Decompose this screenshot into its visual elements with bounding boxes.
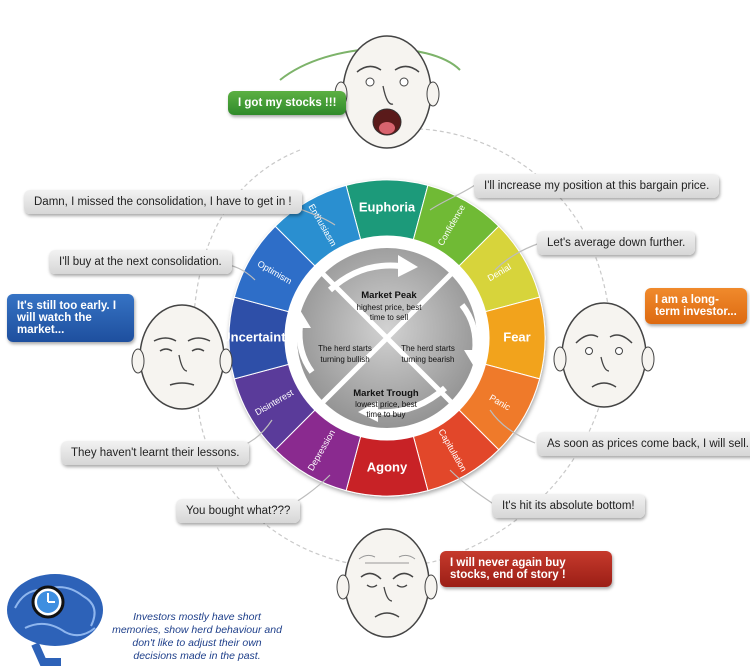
arrow-right-down	[459, 303, 479, 353]
face-icon-fear	[553, 302, 655, 408]
market-trough-title: Market Trough	[353, 388, 419, 399]
ring-label-agony: Agony	[367, 459, 408, 474]
market-trough-sub1: lowest price, best	[355, 400, 418, 409]
arrow-head-bottom	[358, 401, 378, 422]
arrow-head-top	[398, 255, 418, 277]
bullish-line1: The herd starts	[318, 344, 372, 353]
bubble-sell-when-back: As soon as prices come back, I will sell…	[537, 432, 750, 456]
bubble-bought-what: You bought what???	[176, 499, 301, 523]
market-trough-sub2: time to buy	[366, 410, 405, 419]
bearish-line2: turning bearish	[402, 355, 455, 364]
bullish-line2: turning bullish	[320, 355, 369, 364]
arrow-head-left	[290, 310, 311, 328]
arrow-top-clockwise	[327, 262, 401, 293]
bubble-too-early: It's still too early. I will watch the m…	[7, 294, 134, 342]
bubble-increase-position: I'll increase my position at this bargai…	[474, 174, 720, 198]
face-icon-agony	[336, 528, 438, 638]
bubble-never-again: I will never again buy stocks, end of st…	[440, 551, 612, 587]
bubble-next-consolidation: I'll buy at the next consolidation.	[49, 250, 232, 274]
face-icon-uncertainty	[131, 304, 233, 410]
footnote-text: Investors mostly have short memories, sh…	[112, 611, 282, 662]
ring-label-euphoria: Euphoria	[359, 199, 416, 214]
bubble-average-down: Let's average down further.	[537, 231, 696, 255]
bearish-line1: The herd starts	[401, 344, 455, 353]
cycle-ring	[228, 179, 546, 497]
center-divider-2	[321, 272, 453, 404]
bubble-missed-consolidation: Damn, I missed the consolidation, I have…	[24, 190, 302, 214]
bubble-absolute-bottom: It's hit its absolute bottom!	[492, 494, 645, 518]
clock-icon	[31, 585, 65, 619]
ring-label-uncertainty: Uncertainty	[221, 329, 293, 344]
arrow-left-up	[296, 324, 315, 374]
market-peak-title: Market Peak	[361, 290, 417, 301]
ring-label-fear: Fear	[503, 329, 530, 344]
market-peak-sub1: highest price, best	[357, 303, 423, 312]
market-peak-sub2: time to sell	[370, 313, 408, 322]
arrow-bottom-counter	[374, 385, 448, 416]
bubble-long-term-investor: I am a long-term investor...	[645, 288, 747, 324]
arrow-head-right	[464, 350, 486, 370]
bubble-got-my-stocks: I got my stocks !!!	[228, 91, 347, 115]
bubble-havent-learnt: They haven't learnt their lessons.	[61, 441, 250, 465]
